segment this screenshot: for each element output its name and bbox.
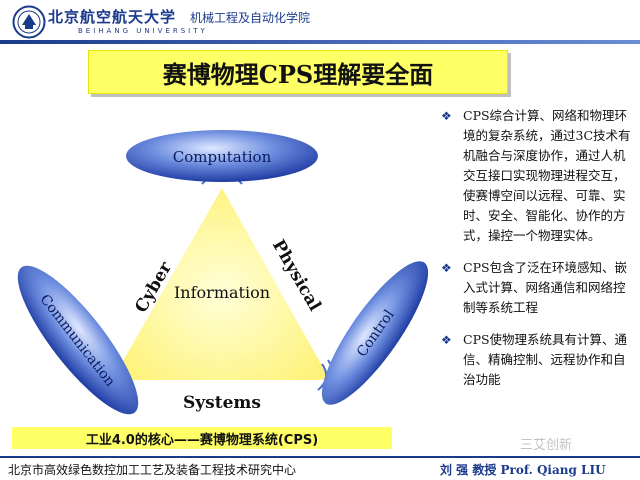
university-name: 北京航空航天大学 <box>48 8 177 26</box>
college-name: 机械工程及自动化学院 <box>190 11 311 25</box>
header-divider <box>0 40 640 44</box>
information-label: Information <box>174 283 270 302</box>
bullet-item: ❖ CPS综合计算、网络和物理环境的复杂系统，通过3C技术有机融合与深度协作，通… <box>437 106 633 246</box>
computation-ellipse: Computation <box>126 130 318 182</box>
bullet-diamond-icon: ❖ <box>441 261 452 275</box>
slide-header: 北京航空航天大学 BEIHANG UNIVERSITY 机械工程及自动化学院 <box>0 0 640 44</box>
slide-caption: 工业4.0的核心——赛博物理系统(CPS) <box>12 427 392 449</box>
university-name-en: BEIHANG UNIVERSITY <box>78 27 208 35</box>
slide-title: 赛博物理CPS理解要全面 <box>88 50 508 94</box>
bullet-item: ❖ CPS包含了泛在环境感知、嵌入式计算、网络通信和网络控制等系统工程 <box>437 258 633 318</box>
footer-divider <box>0 456 640 458</box>
description-panel: ❖ CPS综合计算、网络和物理环境的复杂系统，通过3C技术有机融合与深度协作，通… <box>437 106 633 402</box>
bullet-item: ❖ CPS使物理系统具有计算、通信、精确控制、远程协作和自治功能 <box>437 330 633 390</box>
computation-label: Computation <box>173 148 272 166</box>
information-triangle <box>112 188 330 380</box>
bullet-text: CPS使物理系统具有计算、通信、精确控制、远程协作和自治功能 <box>463 332 628 387</box>
footer-author: 刘 强 教授 Prof. Qiang LIU <box>440 463 606 477</box>
university-logo-icon <box>12 5 46 39</box>
watermark: 三艾创新 <box>520 438 573 453</box>
communication-ellipse: Communication <box>17 265 139 415</box>
cps-diagram: Computation Communication Control Inform… <box>17 130 429 415</box>
bullet-text: CPS包含了泛在环境感知、嵌入式计算、网络通信和网络控制等系统工程 <box>463 260 628 315</box>
systems-label: Systems <box>183 393 261 413</box>
bullet-text: CPS综合计算、网络和物理环境的复杂系统，通过3C技术有机融合与深度协作，通过人… <box>463 108 631 243</box>
control-ellipse: Control <box>321 261 429 405</box>
footer-center-name: 北京市高效绿色数控加工工艺及装备工程技术研究中心 <box>8 463 297 477</box>
bullet-diamond-icon: ❖ <box>441 333 452 347</box>
bullet-diamond-icon: ❖ <box>441 109 452 123</box>
